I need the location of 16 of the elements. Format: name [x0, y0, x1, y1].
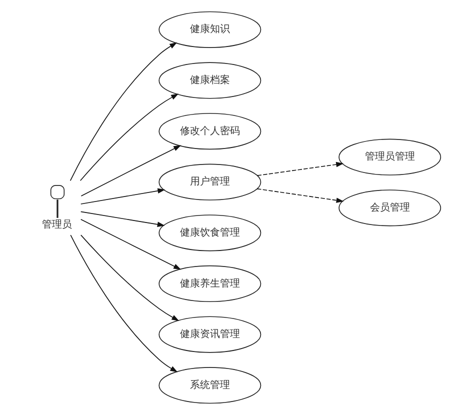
- arrow: [80, 234, 180, 321]
- arrow: [256, 162, 344, 176]
- arrow: [80, 188, 166, 204]
- arrow: [70, 234, 178, 372]
- arrow: [80, 211, 165, 227]
- arrow: [80, 94, 179, 182]
- arrow: [80, 145, 182, 196]
- node-ellipse: 健康饮食管理: [158, 214, 262, 252]
- node-ellipse: 用户管理: [158, 164, 262, 200]
- node-ellipse: 管理员管理: [338, 138, 442, 176]
- arrow: [70, 42, 178, 182]
- arrow: [80, 219, 182, 270]
- node-ellipse: 会员管理: [338, 190, 442, 226]
- arrow: [256, 188, 344, 203]
- node-label: 管理员: [42, 220, 72, 231]
- node-ellipse: 健康养生管理: [158, 265, 262, 302]
